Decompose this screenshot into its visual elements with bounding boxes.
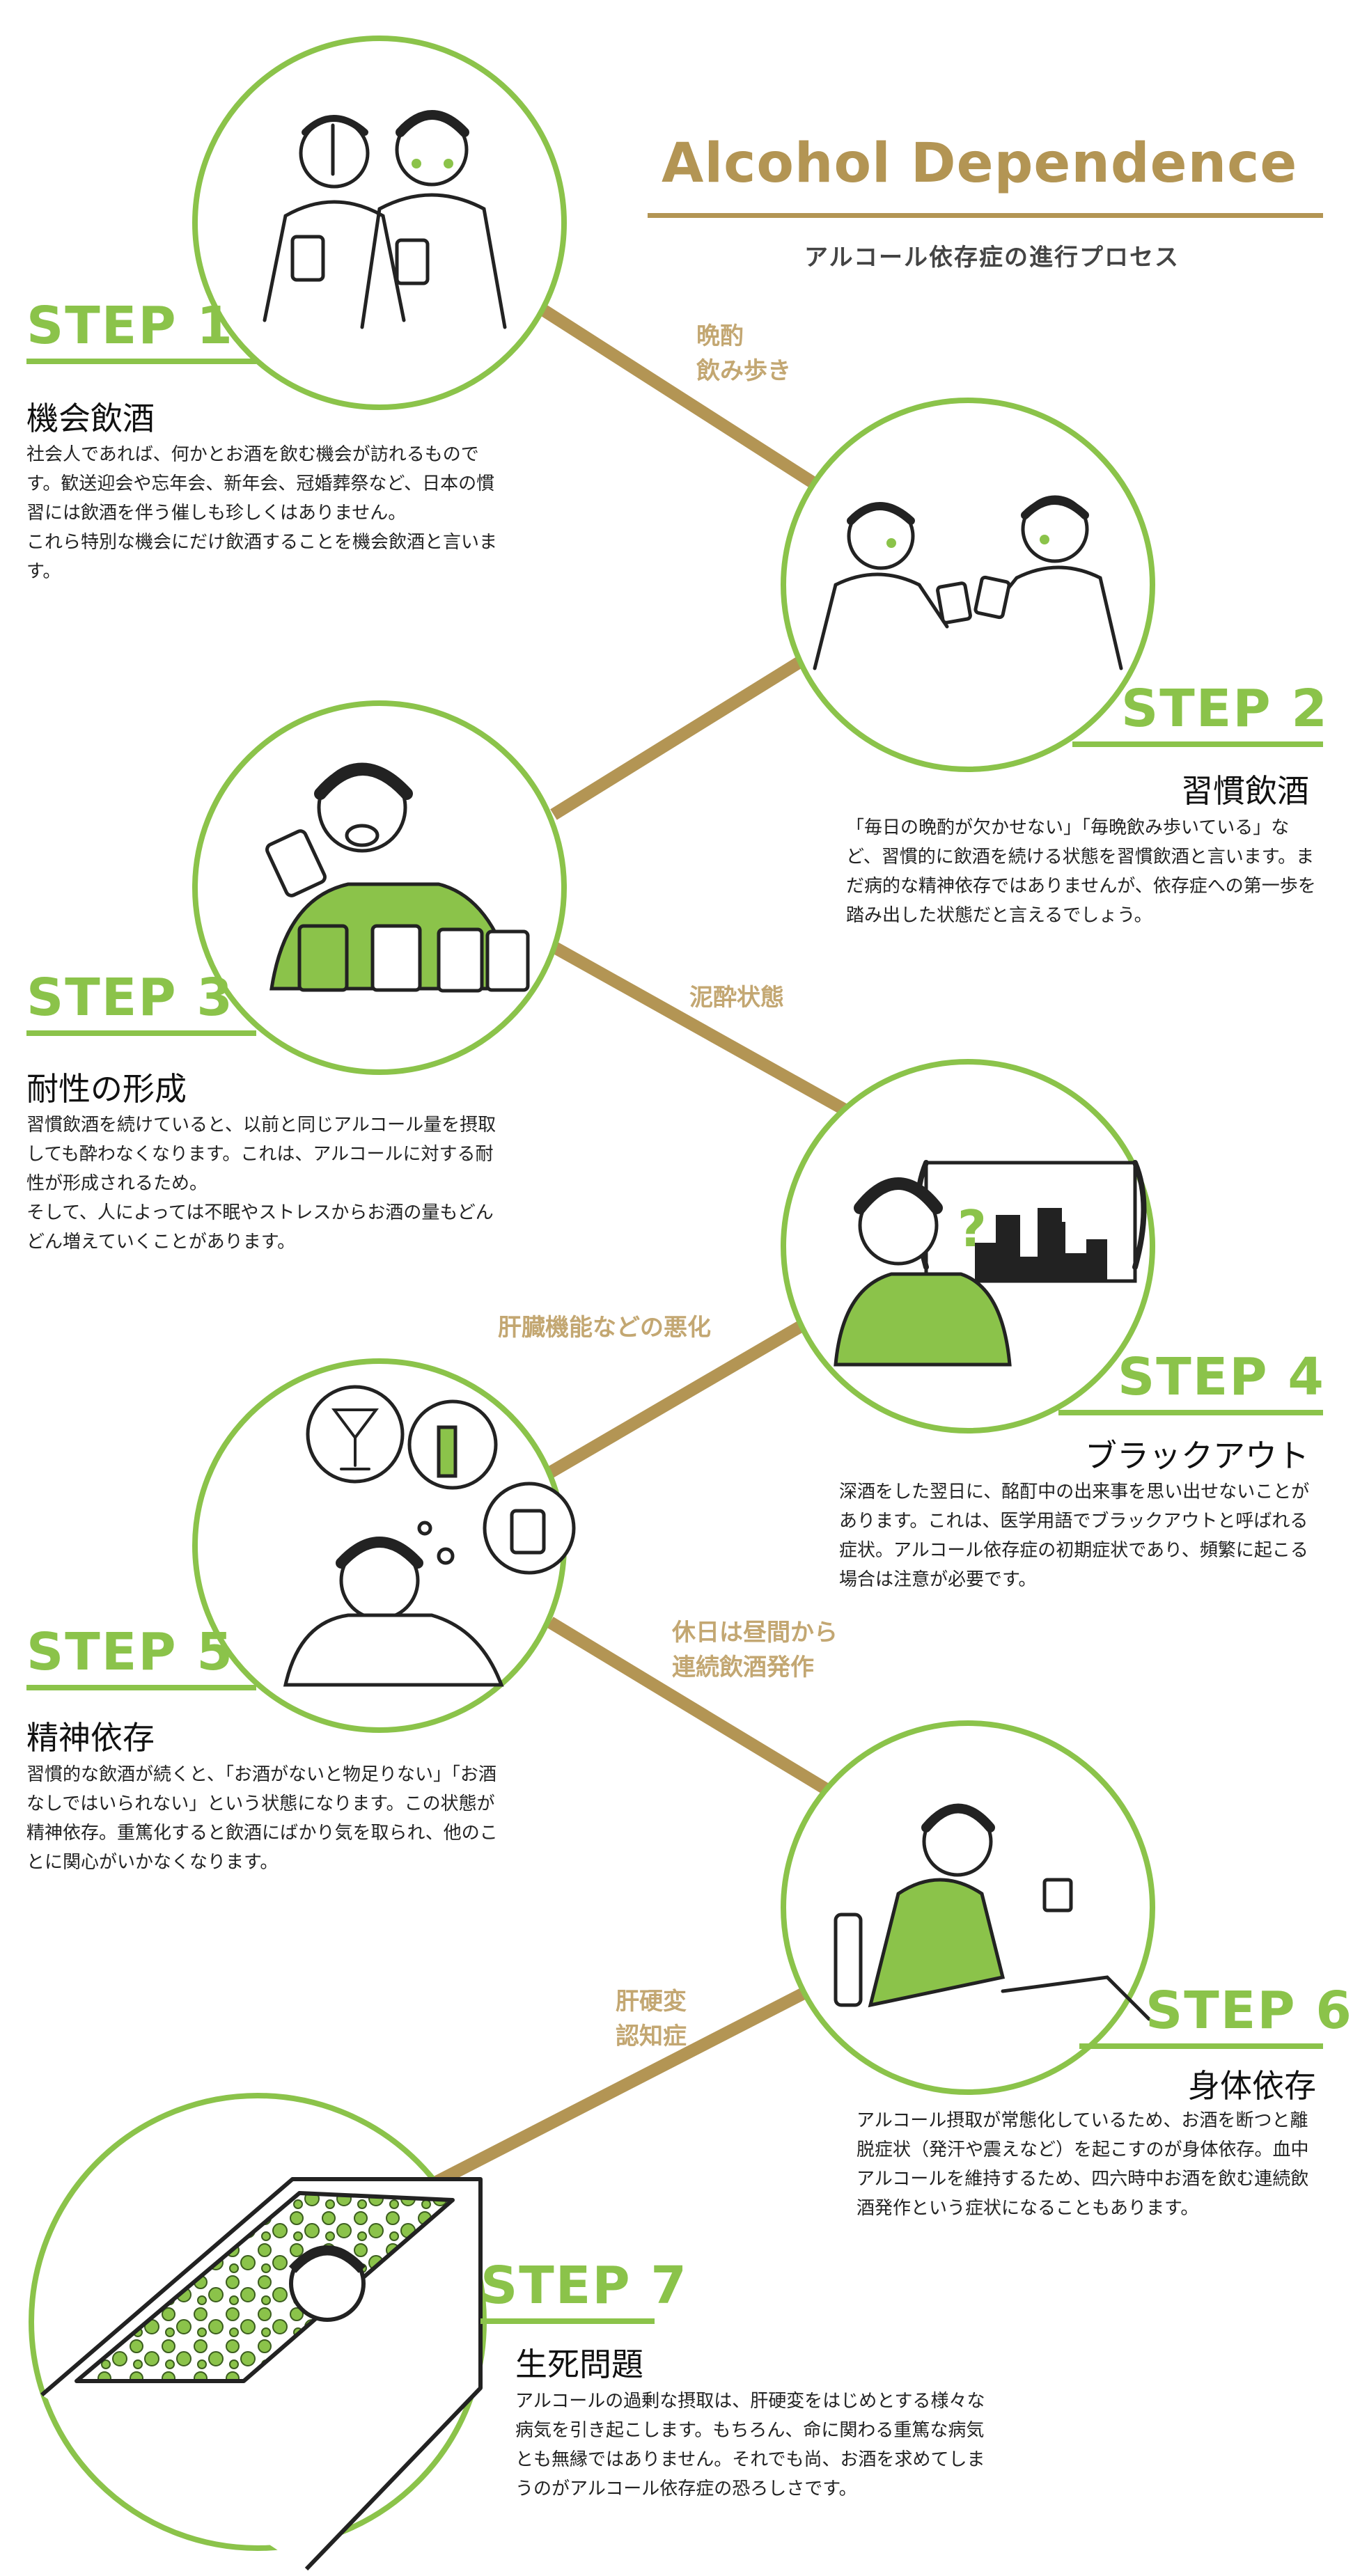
connector-6-label: 肝硬変 認知症 [616,1988,687,2050]
connector-line-4 [547,1321,804,1478]
step-7-label: STEP 7 [480,2256,688,2316]
step-4-description: 深酒をした翌日に、酩酊中の出来事を思い出せないことがあります。これは、医学用語で… [839,1482,1310,1590]
step-7-description: アルコールの過剰な摂取は、肝硬変をはじめとする様々な病気を引き起こします。もちろ… [515,2391,985,2499]
step-5-label: STEP 5 [26,1622,234,1682]
connector-4-label: 肝臓機能などの悪化 [498,1314,711,1342]
step-2-circle [781,398,1155,772]
connector-line-6 [425,1985,811,2192]
page-subtitle: アルコール依存症の進行プロセス [804,244,1180,272]
step-4-title: ブラックアウト [1085,1437,1309,1475]
step-6-underline [1079,2043,1323,2049]
step-2-description: 「毎日の晩酌が欠かせない」「毎晩飲み歩いている」など、習慣的に飲酒を続ける状態を… [846,817,1316,926]
step-6-description: アルコール摂取が常態化しているため、お酒を断つと離脱症状（発汗や震えなど）を起こ… [857,2110,1309,2219]
step-1-label: STEP 1 [26,296,234,356]
step-1-title: 機会飲酒 [26,400,155,437]
step-4-underline [1058,1410,1323,1415]
step-2-illustration [813,495,1123,670]
step-5-title: 精神依存 [26,1719,155,1757]
step-5-underline [26,1685,256,1690]
step-4-label: STEP 4 [1118,1347,1325,1407]
step-1-description: 社会人であれば、何かとお酒を飲む機会が訪れるものです。歓送迎会や忘年会、新年会、… [26,444,498,582]
connector-lines [425,301,850,2192]
title-underline [648,213,1323,218]
step-3-label: STEP 3 [26,968,234,1028]
step-1-illustration [263,110,507,329]
connector-1-label: 晩酌 飲み歩き [696,322,791,385]
connector-5-label: 休日は昼間から 連続飲酒発作 [672,1619,838,1681]
step-3-illustration [265,762,530,993]
connector-line-5 [547,1617,836,1798]
step-3-title: 耐性の形成 [26,1070,187,1108]
connector-line-3 [550,941,850,1116]
step-3-underline [26,1030,256,1036]
step-4-illustration: ? [834,1160,1147,1367]
step-2-title: 習慣飲酒 [1181,772,1309,810]
step-2-underline [1072,741,1323,747]
step-7-illustration [40,2177,483,2571]
step-5-illustration [283,1385,576,1687]
step-6-label: STEP 6 [1145,1981,1353,2041]
svg-text:?: ? [957,1200,987,1258]
step-6-title: 身体依存 [1188,2067,1316,2105]
step-5-description: 習慣的な飲酒が続くと、「お酒がないと物足りない」「お酒なしではいられない」という… [26,1764,498,1873]
step-7-underline [480,2318,655,2324]
step-1-underline [26,359,256,364]
connector-line-1 [534,301,822,492]
step-6-illustration [834,1803,1151,2021]
connector-line-2 [550,656,804,820]
page-title: Alcohol Dependence [662,132,1298,195]
connector-3-label: 泥酔状態 [689,984,784,1012]
step-2-label: STEP 2 [1121,679,1329,739]
step-1-circle [192,36,567,410]
step-3-description: 習慣飲酒を続けていると、以前と同じアルコール量を摂取しても酔わなくなります。これ… [26,1115,496,1252]
step-7-title: 生死問題 [515,2346,643,2383]
illustration-canvas: ? [29,36,1155,2571]
